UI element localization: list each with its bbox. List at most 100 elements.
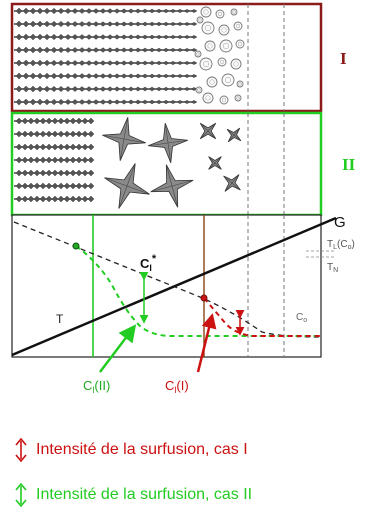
dendrite-arm: [29, 7, 37, 15]
dendrite-arm: [113, 8, 121, 14]
dendrite-arm: [148, 8, 156, 14]
dendrite-arm: [120, 99, 128, 105]
dendrite-arm: [162, 8, 170, 14]
equiaxed-grain: [219, 95, 229, 105]
dendrite-arm: [57, 21, 65, 27]
dendrite-arm: [169, 34, 177, 40]
dendrite-arm: [134, 73, 142, 79]
dendrite-arm: [190, 74, 198, 78]
dendrite-arm: [85, 60, 93, 66]
dendrite-arm: [85, 21, 93, 27]
dendrite-arm: [22, 33, 30, 41]
dendrite-arm: [57, 8, 65, 14]
dendrite-arm: [78, 73, 86, 79]
dendrite-arm: [36, 59, 44, 67]
dendrite-arm: [50, 33, 58, 41]
dendrite-arm: [155, 21, 163, 27]
dendrite-arm: [176, 61, 184, 65]
dendrite-arm: [43, 98, 51, 106]
dendrite-arm: [71, 86, 79, 92]
equiaxed-grain: [202, 92, 214, 104]
equiaxed-star: [208, 156, 222, 170]
dendrite-arm: [36, 72, 44, 80]
liquidus-curve-case-i: [203, 297, 321, 337]
dendrite-arm: [155, 8, 163, 14]
dendrite-arm: [64, 60, 72, 66]
dendrite-arm: [169, 21, 177, 27]
dendrite-arm: [71, 47, 79, 53]
dendrite-arm: [155, 47, 163, 53]
dendrite-arm: [29, 20, 37, 28]
dendrite-arm: [99, 60, 107, 66]
equiaxed-grain: [236, 80, 244, 88]
dendrite-arm: [92, 73, 100, 79]
dendrite-arm: [22, 85, 30, 93]
dendrite-arm: [64, 99, 72, 105]
dendrite-arm: [127, 60, 135, 66]
dendrite-arm: [120, 34, 128, 40]
dendrite-arm: [176, 100, 184, 104]
dendrite-arm: [87, 182, 95, 190]
dendrite-arm: [22, 46, 30, 54]
dendrite-arm: [127, 47, 135, 53]
dendrite-arm: [134, 47, 142, 53]
dendrite-arm: [50, 98, 58, 106]
dendrite-arm: [183, 74, 191, 78]
dendrite-arm: [169, 99, 177, 105]
dendrite-arm: [127, 21, 135, 27]
dendrite-arm: [57, 73, 65, 79]
ci-ii-label: Cl(II): [83, 378, 110, 395]
dendrite-arm: [162, 73, 170, 79]
dendrite-arm: [148, 21, 156, 27]
dendrite-arm: [99, 34, 107, 40]
dendrite-arm: [141, 99, 149, 105]
dendrite-arm: [92, 47, 100, 53]
dendrite-arm: [15, 72, 23, 80]
dendrite-arm: [120, 73, 128, 79]
dendrite-arm: [22, 20, 30, 28]
equiaxed-star: [104, 163, 150, 209]
dendrite-arm: [43, 46, 51, 54]
dendrite-arm: [99, 8, 107, 14]
dendrite-arm: [183, 87, 191, 91]
dendrite-arm: [169, 86, 177, 92]
dendrite-arm: [50, 20, 58, 28]
dendrite-arm: [183, 35, 191, 39]
dendrite-arm: [99, 86, 107, 92]
dendrite-arm: [148, 60, 156, 66]
dendrite-arm: [141, 60, 149, 66]
dendrite-arm: [71, 21, 79, 27]
dendrite-arm: [43, 7, 51, 15]
dendrite-arm: [15, 98, 23, 106]
dendrite-arm: [29, 59, 37, 67]
dendrite-arm: [92, 8, 100, 14]
dendrite-arm: [141, 47, 149, 53]
dendrite-arm: [87, 195, 95, 203]
dendrite-arm: [15, 7, 23, 15]
dendrite-arm: [183, 100, 191, 104]
dendrite-arm: [134, 60, 142, 66]
equiaxed-grain: [195, 86, 203, 94]
dendrite-arm: [148, 34, 156, 40]
dendrite-arm: [78, 47, 86, 53]
equiaxed-grain: [230, 8, 238, 16]
dendrite-arm: [36, 98, 44, 106]
dendrite-arm: [15, 20, 23, 28]
dendrite-arm: [43, 59, 51, 67]
double-arrow-red-icon: [15, 438, 27, 462]
equiaxed-grain: [200, 6, 212, 18]
dendrite-arm: [92, 86, 100, 92]
dendrite-arm: [15, 85, 23, 93]
dendrite-arm: [92, 99, 100, 105]
dendrite-arm: [141, 21, 149, 27]
dendrite-arm: [71, 73, 79, 79]
equiaxed-stars-ii: [102, 117, 242, 209]
dendrite-arm: [106, 60, 114, 66]
equiaxed-grain: [218, 24, 230, 36]
dendrite-arm: [64, 34, 72, 40]
dendrite-arm: [155, 73, 163, 79]
temperature-gradient-line: [11, 216, 337, 357]
dendrite-arm: [15, 59, 23, 67]
dendrite-arm: [190, 35, 198, 39]
equiaxed-grain: [201, 21, 215, 35]
